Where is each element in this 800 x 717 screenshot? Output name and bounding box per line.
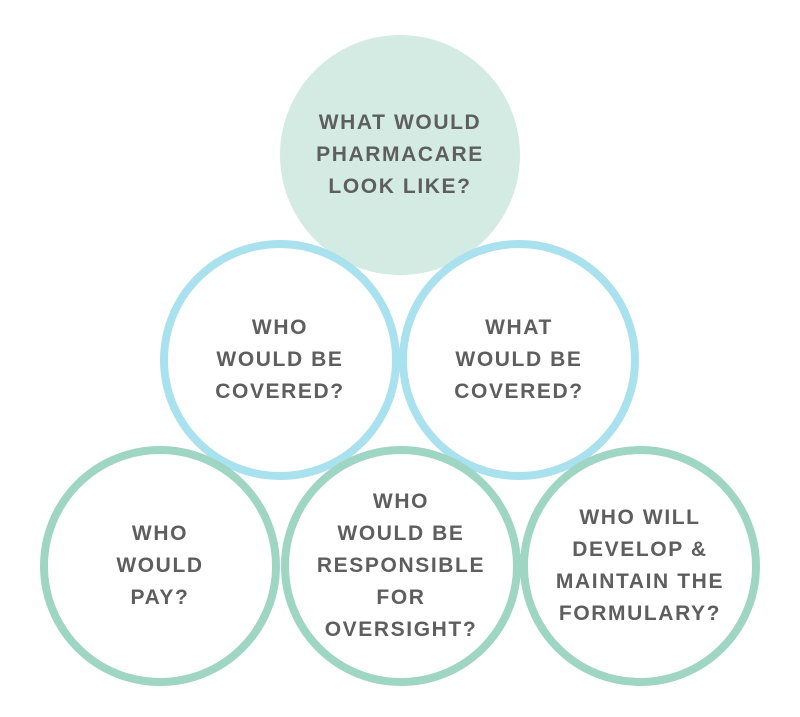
circle-formulary-label: WHO WILL DEVELOP & MAINTAIN THE FORMULAR… <box>555 506 725 625</box>
circle-who-pay-label: WHO WOULD PAY? <box>116 522 204 609</box>
circle-who-pay: WHO WOULD PAY? <box>40 446 280 686</box>
circle-oversight-label: WHO WOULD BE RESPONSIBLE FOR OVERSIGHT? <box>316 490 486 641</box>
circle-what-covered: WHAT WOULD BE COVERED? <box>399 240 639 480</box>
circle-what-covered-label: WHAT WOULD BE COVERED? <box>454 316 584 403</box>
circle-who-covered-label: WHO WOULD BE COVERED? <box>215 316 345 403</box>
circle-oversight: WHO WOULD BE RESPONSIBLE FOR OVERSIGHT? <box>281 446 521 686</box>
circle-pharmacare-label: WHAT WOULD PHARMACARE LOOK LIKE? <box>316 111 484 198</box>
circle-who-covered: WHO WOULD BE COVERED? <box>160 240 400 480</box>
circle-formulary: WHO WILL DEVELOP & MAINTAIN THE FORMULAR… <box>520 446 760 686</box>
circle-pharmacare: WHAT WOULD PHARMACARE LOOK LIKE? <box>280 35 520 275</box>
